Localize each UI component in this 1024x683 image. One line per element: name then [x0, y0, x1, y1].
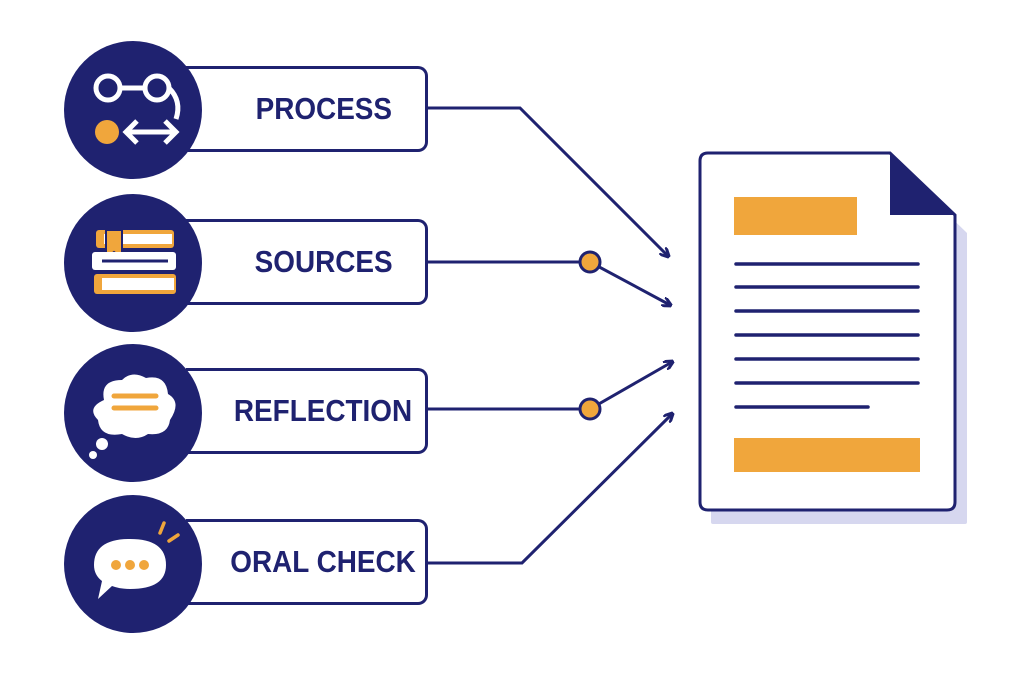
label-box-reflection: REFLECTION	[186, 368, 428, 454]
label-sources: SOURCES	[254, 244, 393, 279]
arrow-sources	[428, 260, 670, 305]
label-reflection: REFLECTION	[234, 393, 413, 428]
arrow-process	[428, 106, 668, 256]
label-box-sources: SOURCES	[186, 219, 428, 305]
label-process: PROCESS	[255, 91, 392, 126]
node-dot-sources	[578, 250, 602, 274]
label-box-oral-check: ORAL CHECK	[186, 519, 428, 605]
process-flow-icon	[64, 41, 202, 179]
thought-bubble-icon	[64, 344, 202, 482]
books-icon	[64, 194, 202, 332]
document-icon	[698, 151, 967, 524]
arrow-reflection	[428, 362, 672, 411]
speech-bubble-icon	[64, 495, 202, 633]
node-dot-reflection	[578, 397, 602, 421]
arrow-oral-check	[428, 414, 672, 565]
label-box-process: PROCESS	[186, 66, 428, 152]
label-oral-check: ORAL CHECK	[230, 544, 417, 579]
